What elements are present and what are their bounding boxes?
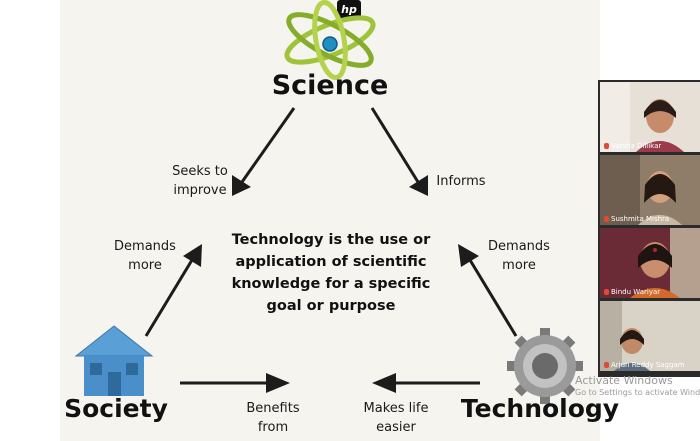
definition-text: Technology is the use or application of …: [222, 229, 440, 317]
participant-name-text: Sushmita Mishra: [611, 215, 670, 223]
arrow-technology-to-science: [458, 244, 518, 337]
edge-label-line: easier: [376, 420, 416, 435]
participant-tile[interactable]: Varsha Dillikar: [600, 82, 700, 152]
activate-windows-title: Activate Windows: [575, 374, 673, 387]
participant-video: [600, 301, 700, 371]
edge-label-line: Demands: [114, 239, 176, 254]
arrow-society-to-technology: [180, 373, 290, 393]
hp-logo-icon: hp: [337, 0, 361, 20]
node-society: Society: [64, 394, 168, 423]
gear-icon: [507, 328, 583, 404]
edge-label-line: more: [502, 258, 536, 273]
definition-line: knowledge for a specific: [231, 276, 431, 292]
participant-tile[interactable]: Bindu Wariyar: [600, 228, 700, 298]
microphone-icon: [604, 143, 609, 149]
arrow-science-to-technology: [370, 107, 428, 196]
participant-video: [600, 155, 700, 225]
participant-tile[interactable]: Arjun Reddy Saggam: [600, 301, 700, 371]
arrow-science-to-society: [232, 107, 296, 196]
node-science: Science: [271, 70, 389, 101]
participant-name: Bindu Wariyar: [604, 288, 660, 296]
edge-label-demands-more-left: Demands more: [100, 237, 190, 275]
edge-label-line: from: [257, 420, 289, 435]
edge-label-seeks-to-improve: Seeks to improve: [160, 162, 240, 200]
edge-label-line: more: [128, 258, 162, 273]
microphone-icon: [604, 362, 609, 368]
participant-name: Varsha Dillikar: [604, 142, 661, 150]
arrow-society-to-science: [144, 244, 202, 337]
definition-line: Technology is the use or: [231, 232, 431, 248]
participant-name-text: Arjun Reddy Saggam: [611, 361, 685, 369]
participant-name-text: Bindu Wariyar: [611, 288, 661, 296]
edge-label-line: Benefits: [246, 401, 300, 416]
definition-line: goal or purpose: [266, 298, 396, 314]
microphone-icon: [604, 289, 609, 295]
microphone-icon: [604, 216, 609, 222]
house-icon: [74, 325, 154, 396]
edge-label-line: Seeks to: [172, 164, 228, 179]
participant-video: [600, 82, 700, 152]
node-technology: Technology: [460, 394, 620, 423]
edge-label-benefits-from: Benefits from: [228, 399, 318, 437]
edge-label-makes-life-easier: Makes life easier: [346, 399, 446, 437]
edge-label-line: improve: [173, 183, 227, 198]
participant-name: Arjun Reddy Saggam: [604, 361, 685, 369]
arrow-technology-to-society: [372, 373, 480, 393]
edge-label-line: Makes life: [363, 401, 429, 416]
edge-label-informs: Informs: [436, 174, 486, 189]
participant-video: [600, 228, 700, 298]
participant-name: Sushmita Mishra: [604, 215, 669, 223]
activate-windows-subtitle: Go to Settings to activate Windows.: [575, 388, 700, 397]
atom-icon: [284, 0, 376, 81]
edge-label-demands-more-right: Demands more: [474, 237, 564, 275]
edge-label-line: Demands: [488, 239, 550, 254]
participant-tile[interactable]: Sushmita Mishra: [600, 155, 700, 225]
participant-name-text: Varsha Dillikar: [611, 142, 662, 150]
definition-line: application of scientific: [235, 254, 427, 270]
